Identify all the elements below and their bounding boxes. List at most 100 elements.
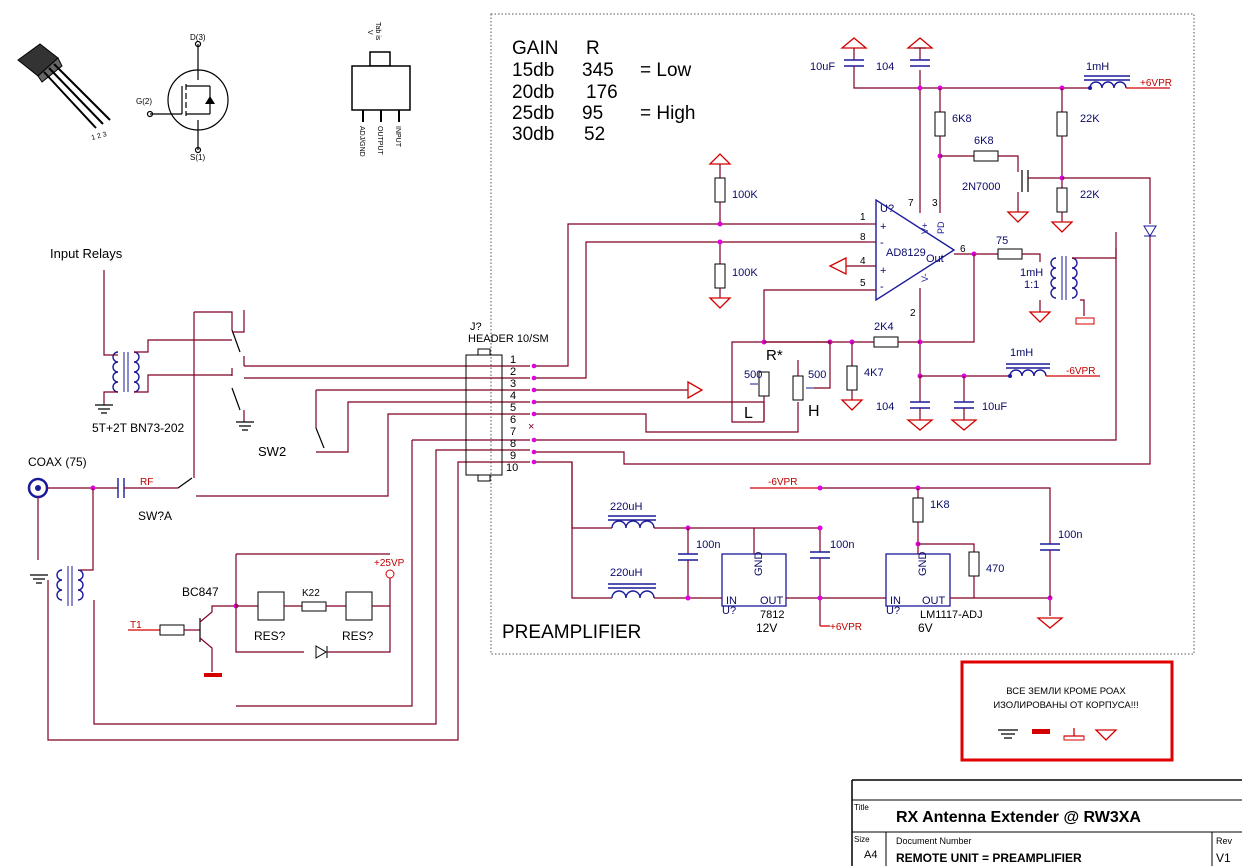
pin4-label: 4 [860, 256, 866, 267]
sot-pin-input: INPUT [394, 126, 401, 148]
input-transformer [112, 351, 140, 393]
r-header: R [586, 38, 600, 59]
docnum-label: Document Number [896, 836, 972, 846]
reg1-name: 7812 [760, 609, 784, 621]
reg2-out: OUT [922, 595, 946, 607]
notice-line2: ИЗОЛИРОВАНЫ ОТ КОРПУСА!!! [993, 700, 1138, 711]
sot-vout-label: V [366, 30, 373, 35]
header-pin-4: 4 [510, 390, 516, 402]
coax-transformer [56, 566, 84, 606]
input-relays-label: Input Relays [50, 246, 123, 261]
r-row-1: 345 [582, 60, 614, 81]
c10uf-top-label: 10uF [810, 61, 835, 73]
svg-text:-: - [880, 281, 884, 293]
rstar-label: R* [766, 347, 783, 364]
header-ref: J? [470, 321, 482, 333]
r-row-2: 176 [586, 82, 618, 103]
res1-label: RES? [254, 629, 286, 643]
svg-text:-: - [880, 237, 884, 249]
r-row-4: 52 [584, 124, 605, 145]
gain-header: GAIN [512, 38, 558, 59]
vplus-label: V+ [920, 223, 930, 234]
r22k-b-label: 22K [1080, 189, 1100, 201]
c104-bot-label: 104 [876, 401, 894, 413]
gain-table: GAIN R 15db 345 = Low 20db 176 25db 95 =… [512, 38, 695, 145]
header-pin-6: 6 [510, 414, 516, 426]
title-label: Title [854, 803, 869, 812]
m6vpr-label: -6VPR [1066, 366, 1095, 377]
rf-label: RF [140, 477, 153, 488]
reg2-ref: U? [886, 605, 900, 617]
reg2-name: LM1117-ADJ [920, 609, 983, 621]
pin7-label: 7 [908, 198, 914, 209]
header-pin-2: 2 [510, 366, 516, 378]
to92-package-drawing: 1 2 3 [17, 43, 111, 142]
note-row-1: = Low [640, 60, 692, 81]
t1-label: T1 [130, 620, 142, 631]
l1mh-neg-label: 1mH [1010, 347, 1033, 359]
pin8-label: 8 [860, 232, 866, 243]
c100n-b-label: 100n [830, 539, 854, 551]
pd-label: PD [936, 221, 946, 234]
header-pin-5: 5 [510, 402, 516, 414]
r4k7-label: 4K7 [864, 367, 884, 379]
p6vpr-b-label: +6VPR [830, 622, 862, 633]
out-label: Out [926, 253, 944, 265]
pin6-label: 6 [960, 244, 966, 255]
sot-pin-output: OUTPUT [376, 126, 383, 156]
pin1-label: 1 [860, 212, 866, 223]
header-pin-7: 7 [510, 426, 516, 438]
r1k8-label: 1K8 [930, 499, 950, 511]
p25v-label: +25VP [374, 558, 405, 569]
gain-row-4: 30db [512, 124, 554, 145]
pot-l-val: 500 [744, 369, 762, 381]
title-text: RX Antenna Extender @ RW3XA [896, 809, 1141, 826]
preamplifier-boundary [490, 13, 1195, 655]
pin5-label: 5 [860, 278, 866, 289]
vminus-label: V- [920, 273, 930, 282]
reg1-in: IN [726, 595, 737, 607]
p6vpr-label: +6VPR [1140, 78, 1172, 89]
bc847-label: BC847 [182, 585, 219, 599]
swa-label: SW?A [138, 509, 172, 523]
svg-text:×: × [528, 421, 534, 433]
r2k4-label: 2K4 [874, 321, 894, 333]
m6vpr-rail-label: -6VPR [768, 477, 797, 488]
header-pin-9: 9 [510, 450, 516, 462]
reg2-gnd: GND [917, 552, 929, 577]
pot-h-label: H [808, 403, 820, 420]
mosfet-g-label: G(2) [136, 97, 152, 106]
transformer-label: 5T+2T BN73-202 [92, 421, 184, 435]
opamp-ref: U? [880, 203, 894, 215]
l220-a-label: 220uH [610, 501, 642, 513]
pot-h-val: 500 [808, 369, 826, 381]
c100n-a-label: 100n [696, 539, 720, 551]
k22-label: K22 [302, 588, 320, 599]
svg-text:+: + [880, 265, 886, 277]
c10uf-bot-label: 10uF [982, 401, 1007, 413]
coax-label: COAX (75) [28, 455, 87, 469]
mosfet-d-label: D(3) [190, 33, 206, 42]
gain-row-1: 15db [512, 60, 554, 81]
ratio-label: 1:1 [1024, 279, 1039, 291]
reg1-gnd: GND [753, 552, 765, 577]
size-value: A4 [864, 849, 877, 861]
sw2-label: SW2 [258, 444, 286, 459]
gain-row-3: 25db [512, 103, 554, 124]
svg-text:+: + [880, 221, 886, 233]
pot-l-label: L [744, 405, 753, 422]
size-label: Size [854, 835, 870, 844]
r6k8-a-label: 6K8 [952, 113, 972, 125]
r100k-b-label: 100K [732, 267, 758, 279]
header-pin-8: 8 [510, 438, 516, 450]
l1mh-mid-label: 1mH [1020, 267, 1043, 279]
c100n-c-label: 100n [1058, 529, 1082, 541]
reg2-v: 6V [918, 621, 933, 635]
notice-box [960, 660, 1174, 762]
reg1-out: OUT [760, 595, 784, 607]
c104-top-label: 104 [876, 61, 894, 73]
ground-block [204, 673, 222, 677]
l220-b-label: 220uH [610, 567, 642, 579]
n7000-label: 2N7000 [962, 181, 1001, 193]
